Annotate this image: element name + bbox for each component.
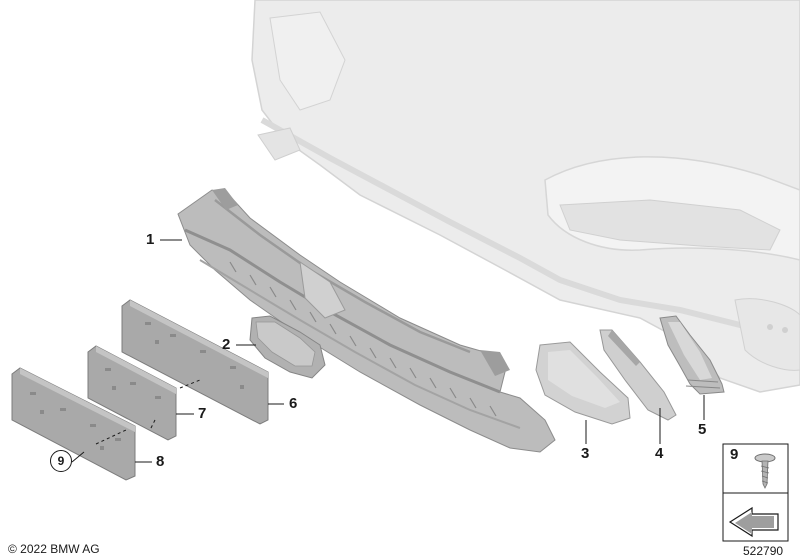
callout-8: 8 <box>156 453 165 470</box>
callout-3: 3 <box>581 445 590 462</box>
part-8-licence-plate-base <box>11 367 136 481</box>
part-6-licence-plate-base <box>121 299 269 425</box>
diagram-number: 522790 <box>743 544 784 558</box>
callout-6: 6 <box>289 395 298 412</box>
callout-1: 1 <box>146 231 155 248</box>
callout-7: 7 <box>198 405 207 422</box>
copyright-text: © 2022 BMW AG <box>8 542 100 556</box>
leader-lines <box>71 239 705 463</box>
part-5-air-duct <box>659 315 725 395</box>
front-bumper-shape <box>251 0 800 393</box>
part-4-air-curtain-trim <box>599 329 677 421</box>
callout-5: 5 <box>698 421 707 438</box>
part-3-side-trim <box>535 341 631 425</box>
callout-9-circled: 9 <box>50 450 72 472</box>
part-2-trim-insert <box>249 315 326 379</box>
callout-4: 4 <box>655 445 664 462</box>
part-1-grille-carrier <box>177 188 556 453</box>
fastener-legend-box <box>722 443 789 542</box>
screw-icon <box>754 453 776 489</box>
callout-2: 2 <box>222 336 231 353</box>
legend-callout-9: 9 <box>730 446 739 463</box>
arrow-icon <box>728 506 779 538</box>
part-7-licence-plate-base <box>87 345 177 441</box>
